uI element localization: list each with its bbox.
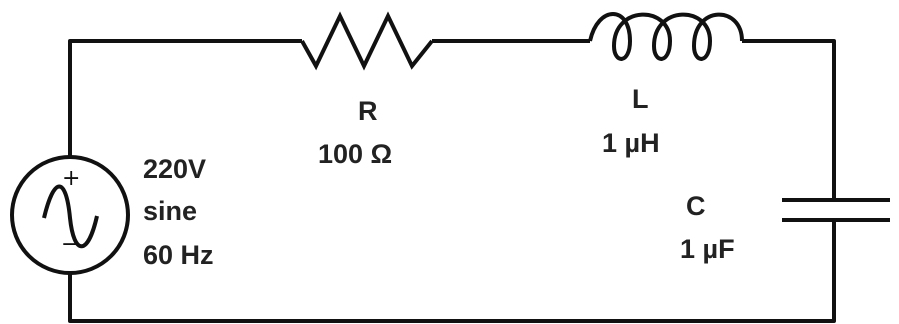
source-voltage-label: 220V	[143, 154, 206, 184]
wire-bottom	[68, 220, 836, 323]
sine-wave-icon	[42, 184, 99, 249]
resistor-symbol	[300, 11, 434, 71]
resistor-name-label: R	[358, 96, 378, 126]
minus-sign: −	[61, 232, 79, 257]
inductor-name-label: L	[632, 84, 649, 114]
resistor-value-label: 100 Ω	[318, 139, 392, 169]
source-waveform-label: sine	[143, 196, 197, 226]
wire-top-left	[68, 39, 302, 158]
source-circle	[10, 155, 130, 275]
capacitor-symbol	[782, 198, 890, 222]
inductor-value-label: 1 µH	[602, 128, 660, 158]
ac-voltage-source: + −	[10, 155, 130, 275]
capacitor-name-label: C	[686, 191, 706, 221]
plus-sign: +	[62, 166, 80, 191]
source-frequency-label: 60 Hz	[143, 240, 214, 270]
inductor-symbol	[588, 12, 744, 61]
wire-top-right	[742, 39, 836, 200]
capacitor-value-label: 1 µF	[680, 234, 735, 264]
